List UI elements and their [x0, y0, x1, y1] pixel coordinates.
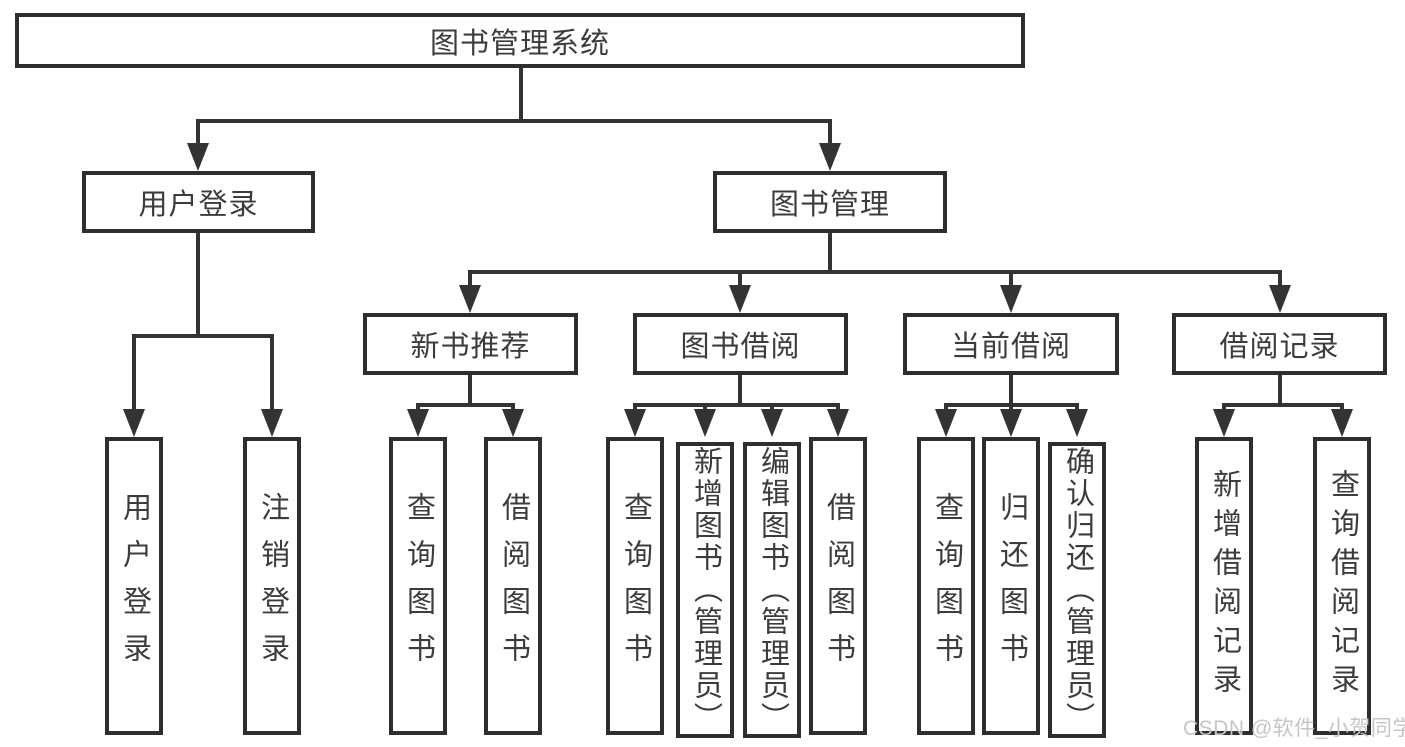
- connector-drop: [1278, 270, 1282, 289]
- connector-records-stem: [1278, 375, 1282, 407]
- connector-drop: [270, 334, 274, 413]
- leaf-edit-book-admin: 编辑图书（管理员）: [743, 442, 801, 738]
- connector-arrowhead: [624, 409, 646, 437]
- connector-mgmt-stem: [828, 233, 832, 274]
- connector-arrowhead: [694, 409, 716, 437]
- connector-root-horizontal: [196, 119, 832, 123]
- connector-recommend-stem: [468, 375, 472, 407]
- leaf-add-borrow-record: 新增借阅记录: [1195, 437, 1253, 735]
- connector-arrowhead: [502, 409, 524, 437]
- connector-drop: [828, 119, 832, 147]
- connector-arrowhead: [935, 409, 957, 437]
- connector-mgmt-horizontal: [468, 270, 1282, 274]
- node-book-borrow: 图书借阅: [633, 313, 848, 375]
- leaf-query-books-borrow: 查询图书: [606, 437, 664, 735]
- connector-arrowhead: [187, 143, 209, 171]
- connector-arrowhead: [729, 285, 751, 313]
- connector-arrowhead: [827, 409, 849, 437]
- connector-root-stem: [519, 68, 523, 121]
- node-current-borrow: 当前借阅: [903, 313, 1119, 375]
- connector-arrowhead: [407, 409, 429, 437]
- connector-arrowhead: [123, 409, 145, 437]
- connector-arrowhead: [1000, 285, 1022, 313]
- connector-records-horizontal: [1222, 403, 1344, 407]
- connector-arrowhead: [1331, 409, 1353, 437]
- leaf-confirm-return-admin: 确认归还（管理员）: [1048, 442, 1106, 738]
- leaf-borrow-books-recommend: 借阅图书: [484, 437, 542, 735]
- connector-arrowhead: [1269, 285, 1291, 313]
- node-root: 图书管理系统: [15, 13, 1025, 68]
- leaf-borrow-books-borrow: 借阅图书: [809, 437, 867, 735]
- connector-borrow-stem: [738, 375, 742, 407]
- connector-arrowhead: [1066, 409, 1088, 437]
- node-book-management: 图书管理: [713, 171, 947, 233]
- connector-login-stem: [196, 233, 200, 338]
- connector-login-horizontal: [132, 334, 274, 338]
- connector-drop: [468, 270, 472, 289]
- leaf-add-book-admin: 新增图书（管理员）: [676, 442, 734, 738]
- connector-arrowhead: [1213, 409, 1235, 437]
- connector-arrowhead: [819, 143, 841, 171]
- connector-arrowhead: [761, 409, 783, 437]
- connector-drop: [132, 334, 136, 413]
- connector-arrowhead: [1000, 409, 1022, 437]
- node-user-login: 用户登录: [82, 171, 315, 233]
- connector-arrowhead: [261, 409, 283, 437]
- node-new-book-recommend: 新书推荐: [363, 313, 578, 375]
- connector-recommend-horizontal: [416, 403, 515, 407]
- csdn-watermark: CSDN @软件_小贺同学: [1183, 717, 1405, 740]
- leaf-query-books-recommend: 查询图书: [389, 437, 447, 735]
- leaf-user-login: 用户登录: [105, 437, 163, 735]
- connector-drop: [1009, 270, 1013, 289]
- connector-current-stem: [1009, 375, 1013, 407]
- node-borrow-records: 借阅记录: [1172, 313, 1387, 375]
- leaf-return-books: 归还图书: [982, 437, 1040, 735]
- leaf-query-books-current: 查询图书: [917, 437, 975, 735]
- leaf-logout: 注销登录: [243, 437, 301, 735]
- connector-arrowhead: [459, 285, 481, 313]
- connector-borrow-horizontal: [633, 403, 840, 407]
- leaf-query-borrow-record: 查询借阅记录: [1313, 437, 1371, 735]
- connector-drop: [196, 119, 200, 147]
- connector-drop: [738, 270, 742, 289]
